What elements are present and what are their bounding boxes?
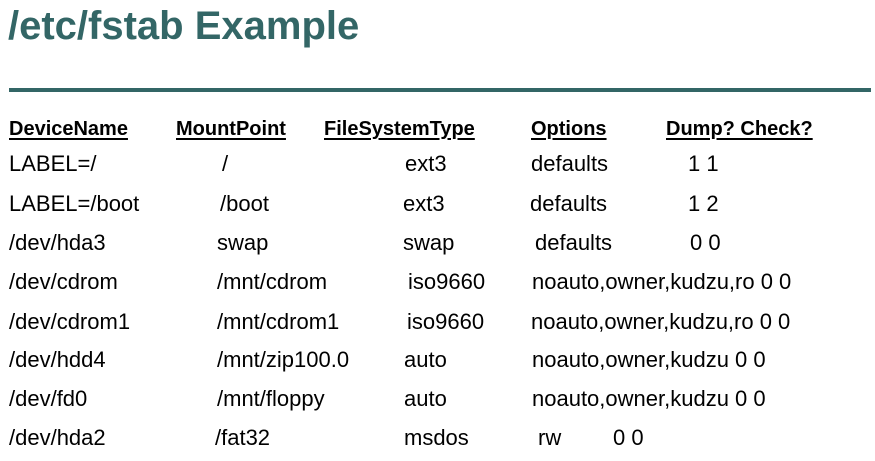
- row-3-fstype: iso9660: [408, 269, 486, 294]
- row-0-mount: /: [222, 151, 229, 176]
- row-4-mount: /mnt/cdrom1: [217, 309, 340, 334]
- row-5-mount: /mnt/zip100.0: [217, 347, 350, 372]
- row-5-options: noauto,owner,kudzu 0 0: [532, 347, 766, 372]
- header-device-name: DeviceName: [9, 118, 128, 140]
- header-options: Options: [531, 118, 607, 140]
- row-0-dump-check: 1 1: [688, 151, 719, 176]
- header-mount-point: MountPoint: [176, 118, 286, 140]
- row-6-fstype: auto: [404, 386, 447, 411]
- row-2-device: /dev/hda3: [9, 230, 106, 255]
- row-5-fstype: auto: [404, 347, 447, 372]
- row-6-options: noauto,owner,kudzu 0 0: [532, 386, 766, 411]
- header-filesystem-type: FileSystemType: [324, 118, 475, 140]
- row-7-device: /dev/hda2: [9, 425, 106, 450]
- row-1-dump-check: 1 2: [688, 191, 719, 216]
- row-1-options: defaults: [530, 191, 608, 216]
- row-7-mount: /fat32: [215, 425, 271, 450]
- row-2-fstype: swap: [403, 230, 455, 255]
- row-4-fstype: iso9660: [407, 309, 485, 334]
- row-1-mount: /boot: [220, 191, 269, 216]
- row-7-options: rw: [538, 425, 562, 450]
- row-5-device: /dev/hdd4: [9, 347, 106, 372]
- row-6-mount: /mnt/floppy: [217, 386, 325, 411]
- row-1-device: LABEL=/boot: [9, 191, 140, 216]
- row-7-fstype: msdos: [404, 425, 469, 450]
- row-6-device: /dev/fd0: [9, 386, 88, 411]
- row-3-device: /dev/cdrom: [9, 269, 118, 294]
- row-2-dump-check: 0 0: [690, 230, 721, 255]
- row-3-mount: /mnt/cdrom: [217, 269, 328, 294]
- row-2-mount: swap: [217, 230, 269, 255]
- row-3-options: noauto,owner,kudzu,ro 0 0: [532, 269, 792, 294]
- row-2-options: defaults: [535, 230, 613, 255]
- page-title: /etc/fstab Example: [8, 4, 360, 48]
- row-1-fstype: ext3: [403, 191, 445, 216]
- row-0-options: defaults: [531, 151, 609, 176]
- row-4-options: noauto,owner,kudzu,ro 0 0: [531, 309, 791, 334]
- header-dump-check: Dump? Check?: [666, 118, 813, 140]
- row-4-device: /dev/cdrom1: [9, 309, 131, 334]
- row-7-dump-check: 0 0: [613, 425, 644, 450]
- row-0-fstype: ext3: [405, 151, 447, 176]
- title-divider: [9, 88, 871, 92]
- row-0-device: LABEL=/: [9, 151, 97, 176]
